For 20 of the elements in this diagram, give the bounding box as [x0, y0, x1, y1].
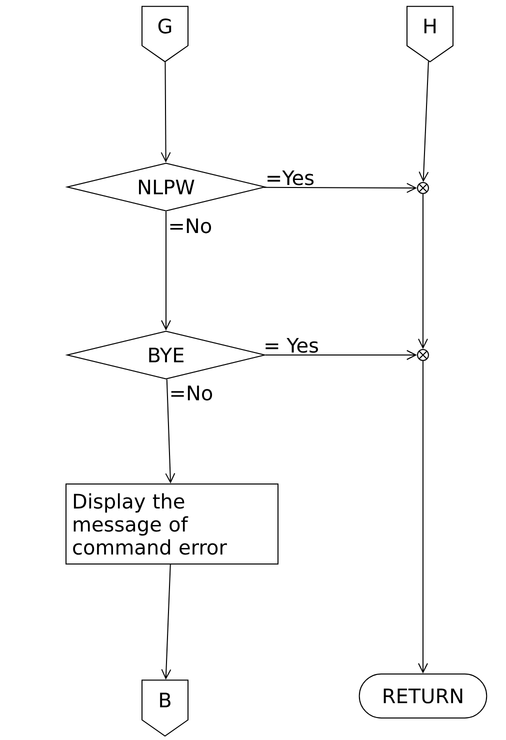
arrow [418, 360, 428, 674]
arrow [418, 60, 429, 182]
arrow [165, 378, 176, 484]
arrow [418, 194, 428, 349]
terminal-box: RETURN [358, 674, 488, 718]
offpage-connector: H [406, 6, 454, 62]
arrow [161, 564, 172, 680]
junction-circle [417, 349, 429, 361]
arrow [161, 211, 171, 330]
edge-label: =Yes [268, 170, 314, 186]
offpage-connector: B [142, 680, 188, 737]
offpage-connector: G [142, 6, 188, 62]
arrow [263, 182, 417, 193]
edge-label: =No [171, 386, 212, 401]
process-box: Display the message of command error [66, 484, 278, 564]
arrow [160, 62, 171, 163]
edge-label: =No [170, 218, 212, 234]
edge-label: = Yes [266, 338, 318, 353]
arrow [265, 350, 417, 360]
junction-circle [417, 182, 429, 194]
